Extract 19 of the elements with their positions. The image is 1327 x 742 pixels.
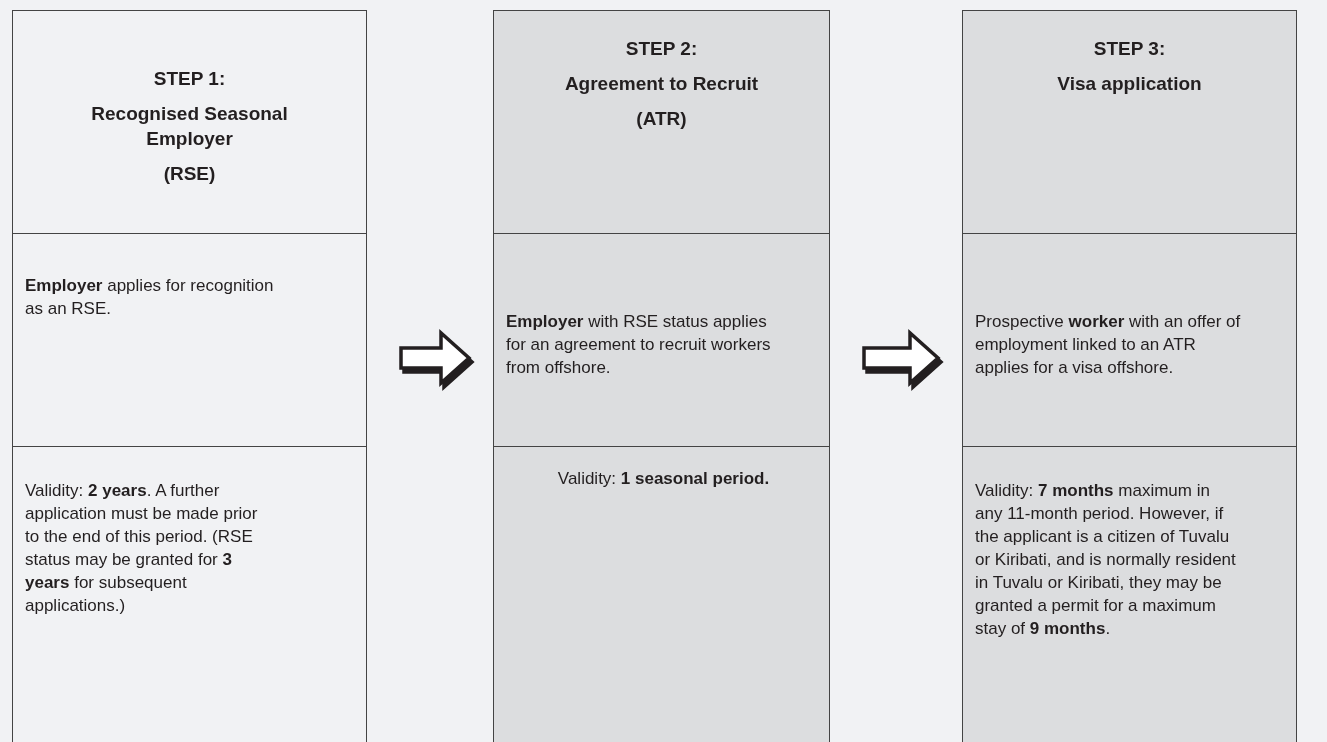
step-number: STEP 2: [624, 37, 699, 61]
block-arrow [862, 329, 941, 387]
step-column [962, 10, 1297, 742]
step-number: STEP 1: [152, 67, 227, 91]
step-title: (ATR) [635, 107, 688, 131]
step-title: Visa application [1056, 72, 1203, 96]
description-text: Validity: 7 months maximum in any 11-month period. However, if the applicant is a citizen of Tuvalu or Kiribati, and is normally resident in Tuvalu or Kiribati, they may be granted a permit for a maximum stay of 9 months. [975, 480, 1237, 640]
description-text: Employer applies for recognition as an RSE. [25, 275, 275, 320]
description-text: Prospective worker with an offer of employment linked to an ATR applies for a visa offshore. [975, 311, 1241, 379]
block-arrow [399, 329, 472, 387]
step-column [493, 10, 830, 742]
step-number: STEP 3: [1092, 37, 1167, 61]
step-title: Agreement to Recruit [563, 72, 760, 96]
description-text: Validity: 1 seasonal period. [556, 468, 771, 490]
step-title: Recognised Seasonal Employer [90, 102, 289, 151]
step-title: (RSE) [162, 162, 217, 186]
description-text: Employer with RSE status applies for an agreement to recruit workers from offshore. [506, 311, 772, 379]
description-text: Validity: 2 years. A further application must be made prior to the end of this period. (RSE status may be granted for 3 years for subsequent applications.) [25, 480, 259, 617]
step-column [12, 10, 367, 742]
